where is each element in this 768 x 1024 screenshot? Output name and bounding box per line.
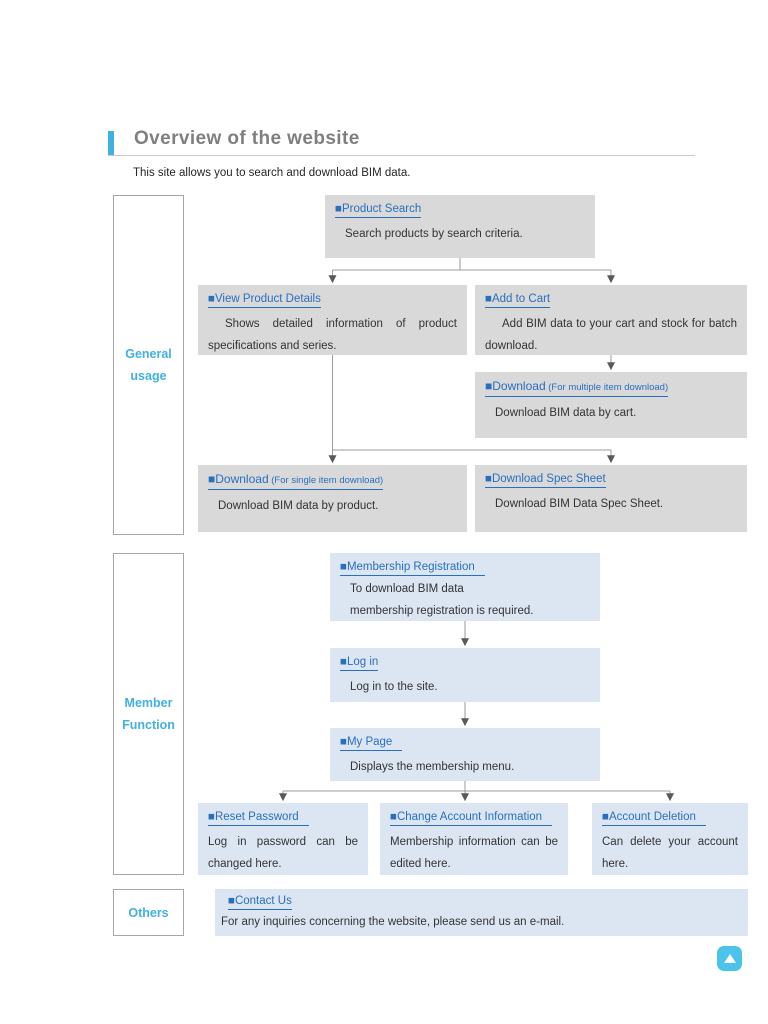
flow-box-change-account-information: ■Change Account Information Membership i… <box>380 803 568 875</box>
flow-box-log-in: ■Log in Log in to the site. <box>330 648 600 702</box>
download-spec-sheet-desc: Download BIM Data Spec Sheet. <box>495 498 664 510</box>
add-to-cart-desc: Add BIM data to your cart and stock for … <box>485 318 737 352</box>
flow-box-view-product-details: ■View Product Details Shows detailed inf… <box>198 285 467 355</box>
membership-registration-desc-line2: membership registration is required. <box>350 605 534 617</box>
download-spec-sheet-link[interactable]: ■Download Spec Sheet <box>485 472 606 488</box>
flow-box-add-to-cart: ■Add to Cart Add BIM data to your cart a… <box>475 285 747 355</box>
download-multiple-link[interactable]: ■Download (For multiple item download) <box>485 379 669 397</box>
log-in-link[interactable]: ■Log in <box>340 655 379 671</box>
reset-password-desc: Log in password can be changed here. <box>208 836 358 870</box>
section-label-general-usage: General usage <box>113 195 184 535</box>
back-to-top-button[interactable] <box>717 946 742 971</box>
up-triangle-icon <box>723 954 736 963</box>
account-deletion-link[interactable]: ■Account Deletion <box>602 810 706 826</box>
section-label-member-function: Member Function <box>113 553 184 875</box>
contact-us-link[interactable]: ■Contact Us <box>228 894 292 910</box>
page-title: Overview of the website <box>134 128 360 149</box>
title-divider <box>108 155 695 156</box>
reset-password-link[interactable]: ■Reset Password <box>208 810 309 826</box>
flow-box-product-search: ■Product Search Search products by searc… <box>325 195 595 258</box>
section-label-others: Others <box>113 889 184 936</box>
download-single-link-note: (For single item download) <box>268 475 384 486</box>
flow-box-download-spec-sheet: ■Download Spec Sheet Download BIM Data S… <box>475 465 747 532</box>
change-account-information-desc: Membership information can be edited her… <box>390 836 558 870</box>
my-page-desc: Displays the membership menu. <box>350 761 515 773</box>
flow-box-membership-registration: ■Membership Registration To download BIM… <box>330 553 600 621</box>
download-single-link-label: ■Download <box>208 472 269 486</box>
membership-registration-desc-line1: To download BIM data <box>350 583 464 595</box>
download-single-link[interactable]: ■Download (For single item download) <box>208 472 384 490</box>
flow-box-account-deletion: ■Account Deletion Can delete your accoun… <box>592 803 748 875</box>
download-multiple-link-note: (For multiple item download) <box>545 382 669 393</box>
view-product-details-desc: Shows detailed information of product sp… <box>208 318 457 352</box>
contact-us-desc: For any inquiries concerning the website… <box>221 916 565 928</box>
download-multiple-link-label: ■Download <box>485 379 546 393</box>
page-subtitle: This site allows you to search and downl… <box>133 167 411 179</box>
download-multiple-desc: Download BIM data by cart. <box>495 407 637 419</box>
product-search-link[interactable]: ■Product Search <box>335 202 422 218</box>
flow-box-contact-us: ■Contact Us For any inquiries concerning… <box>215 889 748 936</box>
flow-box-reset-password: ■Reset Password Log in password can be c… <box>198 803 368 875</box>
account-deletion-desc: Can delete your account here. <box>602 836 738 870</box>
flow-box-download-single: ■Download (For single item download) Dow… <box>198 465 467 532</box>
download-single-desc: Download BIM data by product. <box>218 500 379 512</box>
add-to-cart-link[interactable]: ■Add to Cart <box>485 292 551 308</box>
log-in-desc: Log in to the site. <box>350 681 438 693</box>
title-accent-bar <box>108 131 114 155</box>
view-product-details-link[interactable]: ■View Product Details <box>208 292 321 308</box>
flow-box-my-page: ■My Page Displays the membership menu. <box>330 728 600 781</box>
my-page-link[interactable]: ■My Page <box>340 735 403 751</box>
change-account-information-link[interactable]: ■Change Account Information <box>390 810 553 826</box>
product-search-desc: Search products by search criteria. <box>345 228 523 240</box>
membership-registration-link[interactable]: ■Membership Registration <box>340 560 485 576</box>
flow-box-download-multiple: ■Download (For multiple item download) D… <box>475 372 747 438</box>
